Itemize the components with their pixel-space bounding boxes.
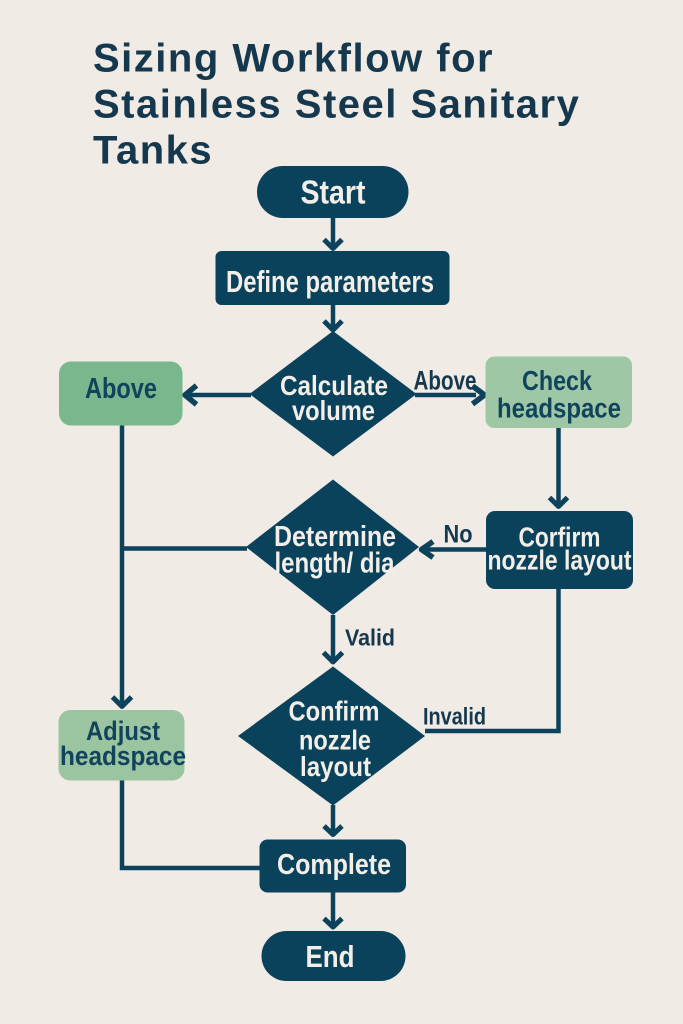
svg-text:volume: volume <box>292 395 375 426</box>
svg-text:Check: Check <box>522 365 593 396</box>
svg-text:Confirm: Confirm <box>289 696 380 727</box>
svg-text:Calculate: Calculate <box>280 370 388 401</box>
svg-text:Corfirm: Corfirm <box>519 521 601 552</box>
svg-text:Adjust: Adjust <box>86 716 160 746</box>
svg-text:headspace: headspace <box>60 741 186 771</box>
svg-text:nozzle layout: nozzle layout <box>488 544 632 575</box>
svg-text:End: End <box>306 939 355 974</box>
svg-text:Start: Start <box>301 174 366 211</box>
svg-text:Determine: Determine <box>274 521 396 553</box>
svg-text:Valid: Valid <box>345 625 395 651</box>
svg-text:Complete: Complete <box>277 849 391 881</box>
svg-text:Define parameters: Define parameters <box>226 264 434 299</box>
svg-text:Above: Above <box>85 373 157 405</box>
svg-text:length/ dia: length/ dia <box>275 548 396 580</box>
svg-text:Invalid: Invalid <box>423 703 486 730</box>
svg-text:layout: layout <box>300 751 371 782</box>
svg-text:Above: Above <box>414 366 477 396</box>
svg-text:Tanks: Tanks <box>93 129 213 173</box>
svg-text:headspace: headspace <box>497 393 621 424</box>
svg-text:Stainless Steel Sanitary: Stainless Steel Sanitary <box>93 83 580 127</box>
svg-text:Sizing Workflow for: Sizing Workflow for <box>93 37 494 81</box>
svg-text:nozzle: nozzle <box>299 724 371 755</box>
svg-text:No: No <box>444 521 473 549</box>
